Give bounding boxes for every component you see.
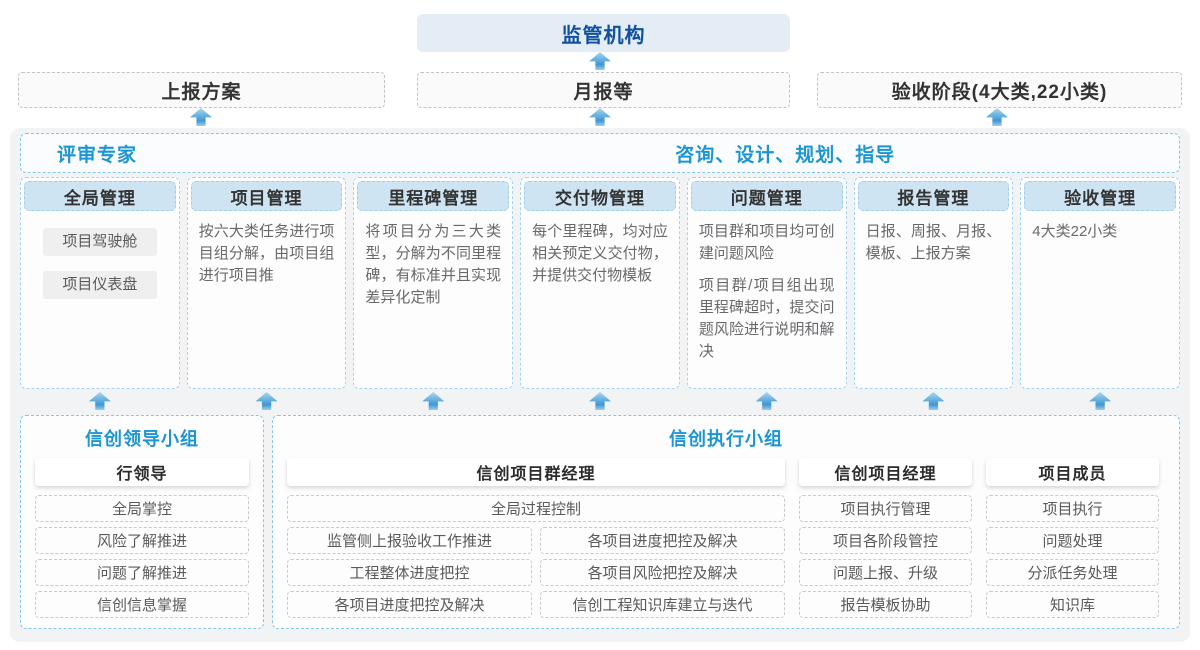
- up-arrow-icon: [588, 392, 611, 410]
- channel-acceptance-phase: 验收阶段(4大类,22小类): [817, 72, 1182, 108]
- leader-duty-item: 问题了解推进: [35, 559, 249, 586]
- up-arrow-icon: [422, 392, 445, 410]
- up-arrow-icon: [88, 392, 111, 410]
- column-title: 里程碑管理: [357, 181, 510, 211]
- column-description: 4大类22小类: [1032, 223, 1118, 240]
- column-description: 按六大类任务进行项目组分解，由项目组进行项目推: [198, 223, 335, 285]
- experts-strip: 评审专家 咨询、设计、规划、指导: [20, 133, 1180, 173]
- column-project-management: 项目管理 按六大类任务进行项目组分解，由项目组进行项目推: [186, 177, 347, 389]
- column-title: 交付物管理: [524, 181, 676, 211]
- teams-row: 信创领导小组 行领导 全局掌控 风险了解推进 问题了解推进 信创信息掌握 信创执…: [20, 415, 1180, 629]
- pgm-duty-item: 各项目进度把控及解决: [540, 527, 785, 554]
- member-role: 项目成员: [986, 458, 1159, 486]
- execution-group-box: 信创执行小组 信创项目群经理 全局过程控制 监管侧上报验收工作推进 各项目进度把…: [272, 415, 1180, 629]
- column-issue-management: 问题管理 项目群和项目均可创建问题风险 项目群/项目组出现里程碑超时，提交问题风…: [686, 177, 847, 389]
- member-duty-item: 问题处理: [986, 527, 1159, 554]
- regulator-box: 监管机构: [417, 14, 790, 52]
- program-manager-column: 信创项目群经理 全局过程控制 监管侧上报验收工作推进 各项目进度把控及解决 工程…: [287, 458, 785, 618]
- column-title: 验收管理: [1024, 181, 1176, 211]
- column-description: 项目群和项目均可创建问题风险: [698, 223, 835, 263]
- column-description: 日报、周报、月报、模板、上报方案: [865, 223, 1002, 263]
- column-report-management: 报告管理 日报、周报、月报、模板、上报方案: [853, 177, 1014, 389]
- leader-duty-item: 风险了解推进: [35, 527, 249, 554]
- member-duty-item: 分派任务处理: [986, 559, 1159, 586]
- column-title: 问题管理: [690, 181, 843, 211]
- program-manager-role: 信创项目群经理: [287, 458, 785, 486]
- project-cockpit-chip: 项目驾驶舱: [42, 228, 157, 256]
- leader-duty-item: 信创信息掌握: [35, 591, 249, 618]
- pm-duty-item: 问题上报、升级: [799, 559, 972, 586]
- pm-duty-item: 报告模板协助: [799, 591, 972, 618]
- pgm-duty-item: 全局过程控制: [287, 495, 785, 522]
- leadership-group-box: 信创领导小组 行领导 全局掌控 风险了解推进 问题了解推进 信创信息掌握: [20, 415, 264, 629]
- channel-report-plan: 上报方案: [18, 72, 385, 108]
- member-column: 项目成员 项目执行 问题处理 分派任务处理 知识库: [986, 458, 1159, 618]
- up-arrow-icon: [755, 392, 778, 410]
- project-manager-role: 信创项目经理: [799, 458, 972, 486]
- column-acceptance-management: 验收管理 4大类22小类: [1020, 177, 1180, 389]
- member-duty-item: 知识库: [986, 591, 1159, 618]
- up-arrow-icon: [986, 108, 1008, 126]
- management-columns: 全局管理 项目驾驶舱 项目仪表盘 项目管理 按六大类任务进行项目组分解，由项目组…: [20, 177, 1180, 389]
- column-description: 项目群/项目组出现里程碑超时，提交问题风险进行说明和解决: [698, 277, 835, 361]
- column-arrows: [20, 392, 1180, 410]
- project-manager-column: 信创项目经理 项目执行管理 项目各阶段管控 问题上报、升级 报告模板协助: [799, 458, 972, 618]
- up-arrow-icon: [589, 52, 611, 70]
- column-description: 每个里程碑，均对应相关预定义交付物，并提供交付物模板: [532, 223, 668, 285]
- up-arrow-icon: [589, 108, 611, 126]
- bank-leader-role: 行领导: [35, 458, 249, 486]
- column-title: 报告管理: [857, 181, 1010, 211]
- execution-group-title: 信创执行小组: [669, 429, 783, 449]
- column-global-management: 全局管理 项目驾驶舱 项目仪表盘: [20, 177, 180, 389]
- guidance-label: 咨询、设计、规划、指导: [675, 144, 896, 166]
- column-deliverable-management: 交付物管理 每个里程碑，均对应相关预定义交付物，并提供交付物模板: [520, 177, 680, 389]
- up-arrow-icon: [922, 392, 945, 410]
- pm-duty-item: 项目各阶段管控: [799, 527, 972, 554]
- member-duty-item: 项目执行: [986, 495, 1159, 522]
- pgm-duty-item: 监管侧上报验收工作推进: [287, 527, 532, 554]
- pm-duty-item: 项目执行管理: [799, 495, 972, 522]
- platform-panel: 评审专家 咨询、设计、规划、指导 全局管理 项目驾驶舱 项目仪表盘 项目管理 按…: [10, 128, 1190, 642]
- up-arrow-icon: [1089, 392, 1112, 410]
- column-description: 将项目分为三大类型，分解为不同里程碑，有标准并且实现差异化定制: [365, 223, 502, 307]
- pgm-duty-item: 各项目风险把控及解决: [540, 559, 785, 586]
- review-experts-label: 评审专家: [57, 144, 138, 166]
- up-arrow-icon: [190, 108, 212, 126]
- column-milestone-management: 里程碑管理 将项目分为三大类型，分解为不同里程碑，有标准并且实现差异化定制: [353, 177, 514, 389]
- column-title: 全局管理: [24, 181, 176, 211]
- pgm-duty-item: 信创工程知识库建立与迭代: [540, 591, 785, 618]
- up-arrow-icon: [255, 392, 278, 410]
- channel-monthly-report: 月报等: [417, 72, 790, 108]
- project-dashboard-chip: 项目仪表盘: [42, 271, 157, 299]
- pgm-duty-item: 各项目进度把控及解决: [287, 591, 532, 618]
- pgm-duty-item: 工程整体进度把控: [287, 559, 532, 586]
- leadership-group-title: 信创领导小组: [85, 429, 199, 449]
- column-title: 项目管理: [190, 181, 343, 211]
- leader-duty-item: 全局掌控: [35, 495, 249, 522]
